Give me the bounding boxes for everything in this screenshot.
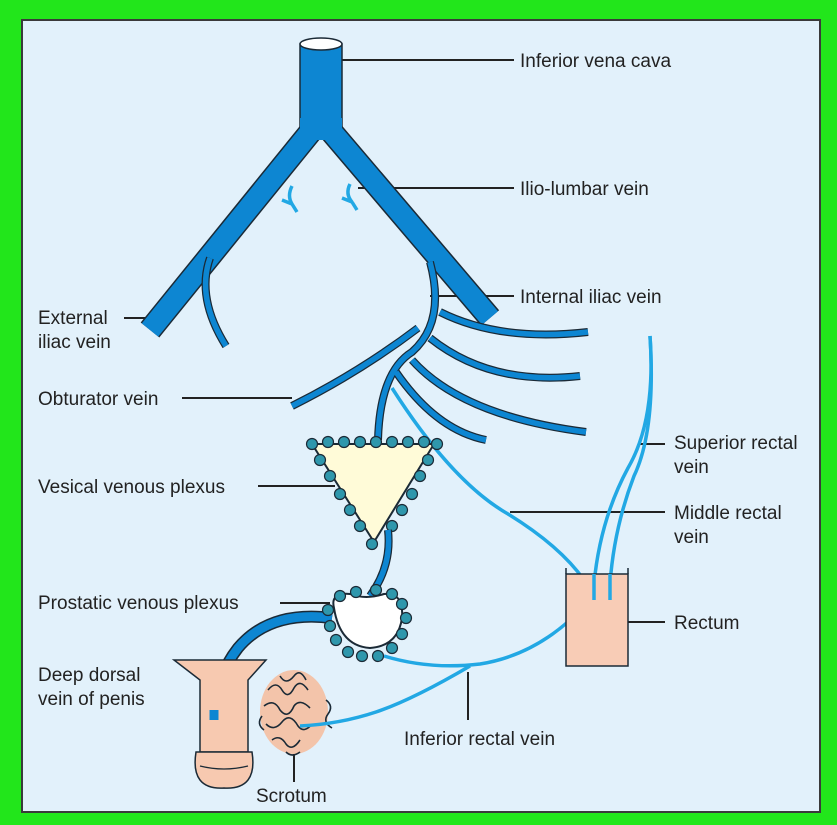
label-ilio-lumbar-vein: Ilio-lumbar vein: [520, 179, 649, 200]
label-deep-dorsal-vein-line1: Deep dorsal: [38, 665, 140, 686]
label-superior-rectal-vein-line2: vein: [674, 457, 709, 478]
inferior-vena-cava: [300, 38, 342, 132]
label-external-iliac-vein-line1: External: [38, 308, 108, 329]
label-external-iliac-vein-line2: iliac vein: [38, 332, 111, 353]
label-middle-rectal-vein-line2: vein: [674, 527, 709, 548]
label-inferior-rectal-vein: Inferior rectal vein: [404, 729, 555, 750]
label-superior-rectal-vein-line1: Superior rectal: [674, 433, 798, 454]
label-prostatic-venous-plexus: Prostatic venous plexus: [38, 593, 239, 614]
label-obturator-vein: Obturator vein: [38, 389, 158, 410]
label-rectum: Rectum: [674, 613, 739, 634]
label-inferior-vena-cava: Inferior vena cava: [520, 51, 671, 72]
label-deep-dorsal-vein-line2: vein of penis: [38, 689, 145, 710]
rectum: [566, 568, 628, 666]
label-middle-rectal-vein-line1: Middle rectal: [674, 503, 782, 524]
label-scrotum: Scrotum: [256, 786, 327, 807]
label-vesical-venous-plexus: Vesical venous plexus: [38, 477, 225, 498]
label-internal-iliac-vein: Internal iliac vein: [520, 287, 662, 308]
